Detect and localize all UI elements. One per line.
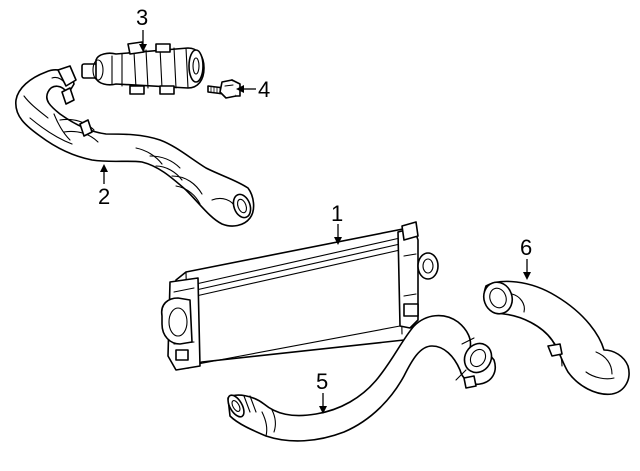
lower-outlet-hose (227, 314, 496, 442)
intercooler (160, 221, 439, 371)
callout-label-6: 6 (520, 235, 532, 260)
callout-label-3: 3 (136, 5, 148, 30)
callout-3: 3 (136, 5, 148, 52)
callout-2: 2 (98, 164, 110, 209)
resonator (81, 41, 205, 95)
callout-5: 5 (316, 369, 328, 414)
callout-4: 4 (236, 77, 270, 102)
outlet-hose (482, 280, 630, 396)
callout-6: 6 (520, 235, 532, 280)
callout-label-5: 5 (316, 369, 328, 394)
callout-1: 1 (331, 201, 343, 245)
callout-label-1: 1 (331, 201, 343, 226)
callout-label-4: 4 (258, 77, 270, 102)
upper-inlet-duct (15, 65, 255, 227)
callout-label-2: 2 (98, 184, 110, 209)
bolt (207, 79, 241, 99)
